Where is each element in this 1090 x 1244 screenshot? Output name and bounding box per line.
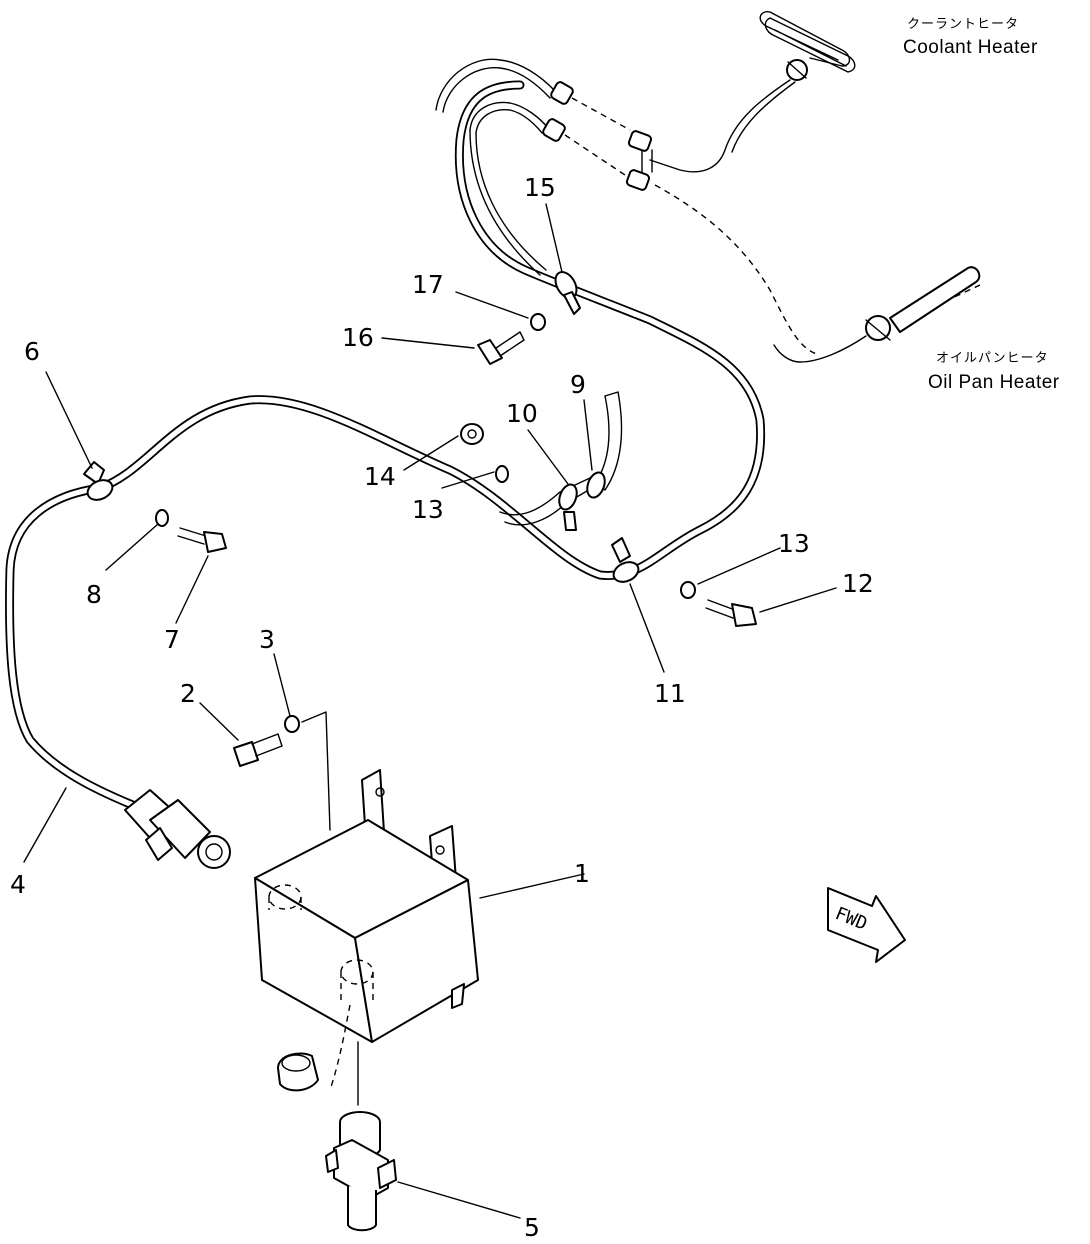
oil-pan-heater-label-jp: オイルパンヒータ xyxy=(936,351,1049,366)
nut-14 xyxy=(460,423,484,445)
connector-4 xyxy=(124,789,231,869)
clamp-15 xyxy=(554,271,581,315)
washer-17 xyxy=(530,313,546,331)
callout-numbers: 1 2 3 4 5 6 7 8 9 10 11 12 13 13 14 15 1… xyxy=(10,173,874,1242)
coolant-heater-label-jp: クーラントヒータ xyxy=(907,17,1019,32)
callout-9: 9 xyxy=(570,370,586,399)
callout-4: 4 xyxy=(10,870,26,899)
junction-box-1 xyxy=(254,769,479,1043)
callout-3: 3 xyxy=(259,625,275,654)
main-wire-harness xyxy=(5,80,766,813)
callout-6: 6 xyxy=(24,337,40,366)
oil-pan-heater-label-en: Oil Pan Heater xyxy=(928,372,1060,393)
socket-5 xyxy=(325,1111,397,1232)
hose-9 xyxy=(595,391,623,491)
clamp-6 xyxy=(83,461,114,501)
washer-13-right xyxy=(680,581,696,599)
leader-lines xyxy=(23,203,837,1219)
bolt-2 xyxy=(233,733,283,767)
clip-10 xyxy=(499,471,606,531)
callout-17: 17 xyxy=(412,270,444,299)
chain-and-cap xyxy=(277,1004,359,1106)
callout-7: 7 xyxy=(164,625,180,654)
washer-3 xyxy=(284,715,300,733)
clamp-11 xyxy=(611,537,640,583)
forward-arrow-icon: FWD xyxy=(827,887,906,963)
washer-8 xyxy=(155,509,169,527)
callout-13-center: 13 xyxy=(412,495,444,524)
callout-13-right: 13 xyxy=(778,529,810,558)
mount-guide-line xyxy=(301,711,331,831)
callout-15: 15 xyxy=(524,173,556,202)
callout-12: 12 xyxy=(842,569,874,598)
callout-1: 1 xyxy=(574,859,590,888)
callout-14: 14 xyxy=(364,462,396,491)
coolant-heater-label-en: Coolant Heater xyxy=(903,37,1038,58)
callout-5: 5 xyxy=(524,1213,540,1242)
callout-8: 8 xyxy=(86,580,102,609)
coolant-heater xyxy=(625,11,856,191)
washer-13-center xyxy=(495,465,509,483)
callout-16: 16 xyxy=(342,323,374,352)
heater-labels: クーラントヒータ Coolant Heater オイルパンヒータ Oil Pan… xyxy=(903,17,1060,393)
callout-2: 2 xyxy=(180,679,196,708)
callout-10: 10 xyxy=(506,399,538,428)
bolt-16 xyxy=(477,331,525,365)
callout-11: 11 xyxy=(654,679,686,708)
bolt-7 xyxy=(177,527,227,553)
oil-pan-heater xyxy=(773,266,981,363)
upper-branch-wires xyxy=(435,58,574,276)
bolt-12 xyxy=(705,599,757,627)
